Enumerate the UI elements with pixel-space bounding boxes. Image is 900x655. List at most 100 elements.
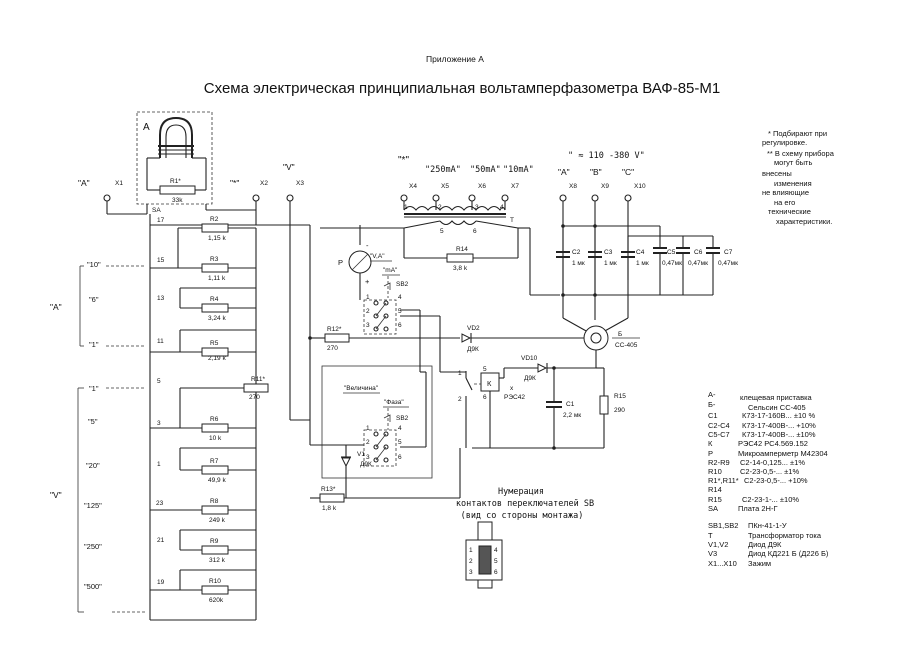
svg-text:не влияющие: не влияющие	[762, 188, 809, 197]
svg-text:3: 3	[157, 420, 161, 427]
svg-text:Нумерация: Нумерация	[498, 487, 544, 497]
svg-text:6: 6	[473, 228, 477, 235]
svg-text:"250mA": "250mA"	[425, 165, 461, 175]
svg-text:X9: X9	[601, 183, 609, 190]
svg-text:X10: X10	[634, 183, 646, 190]
svg-text:К73-17-160В... ±10 %: К73-17-160В... ±10 %	[742, 411, 815, 420]
svg-text:2: 2	[469, 558, 473, 565]
svg-text:SB2: SB2	[396, 415, 409, 422]
svg-text:"250": "250"	[84, 542, 102, 551]
svg-text:X6: X6	[478, 183, 486, 190]
svg-text:"А": "А"	[558, 167, 570, 177]
svg-text:С2-23-0,5-... ±1%: С2-23-0,5-... ±1%	[740, 467, 799, 476]
svg-text:"V": "V"	[50, 490, 62, 500]
svg-text:X2: X2	[260, 180, 268, 187]
svg-text:620k: 620k	[209, 597, 224, 604]
svg-text:Д9К: Д9К	[524, 375, 536, 382]
svg-text:" ≈ 110 -380 V": " ≈ 110 -380 V"	[568, 151, 645, 161]
capacitor-c1: C1 2,2 мк	[546, 368, 581, 448]
svg-text:VD10: VD10	[521, 355, 538, 362]
svg-text:Б-: Б-	[708, 400, 716, 409]
svg-text:R6: R6	[210, 416, 219, 423]
svg-text:249 k: 249 k	[209, 517, 226, 524]
svg-text:5: 5	[157, 378, 161, 385]
svg-text:"*": "*"	[398, 155, 409, 166]
svg-text:312 k: 312 k	[209, 557, 226, 564]
svg-text:2,2 мк: 2,2 мк	[563, 412, 581, 419]
appendix-label: Приложение А	[426, 54, 484, 64]
svg-text:V3: V3	[708, 549, 717, 558]
svg-text:R1*: R1*	[170, 178, 181, 185]
svg-text:X1: X1	[115, 180, 123, 187]
svg-text:"А": "А"	[50, 302, 62, 312]
synchro-ss405: Б СС-405 R15 290	[472, 317, 640, 449]
svg-text:"Величина": "Величина"	[344, 385, 379, 392]
resistor-r14: R14 3,8 k	[320, 227, 560, 296]
svg-text:R9: R9	[210, 538, 219, 545]
terminal-x3: "V" X3	[283, 162, 304, 202]
svg-text:клещевая приставка: клещевая приставка	[740, 393, 813, 402]
svg-text:X3: X3	[296, 180, 304, 187]
svg-text:технические: технические	[768, 207, 811, 216]
svg-text:Х1...Х10: Х1...Х10	[708, 559, 737, 568]
svg-text:3,24 k: 3,24 k	[208, 315, 226, 322]
svg-text:1,15 k: 1,15 k	[208, 235, 226, 242]
svg-text:* Подбирают при: * Подбирают при	[768, 129, 827, 138]
svg-text:Сельсин СС-405: Сельсин СС-405	[748, 403, 806, 412]
svg-text:21: 21	[157, 537, 165, 544]
svg-text:R12*: R12*	[327, 326, 342, 333]
page-title: Схема электрическая принципиальная вольт…	[204, 80, 720, 97]
ladder: 17 R2 1,15 k 15 R3 1,11 k 13 R4 3,24 k 1…	[150, 216, 269, 620]
current-transformer: "*" "250mA" "50mA" "10mA" X4 X5 X6 X7 1 …	[398, 155, 534, 258]
svg-text:1: 1	[157, 461, 161, 468]
svg-text:23: 23	[156, 500, 164, 507]
svg-text:1: 1	[366, 294, 370, 301]
svg-text:R10: R10	[708, 467, 722, 476]
svg-text:+: +	[365, 277, 370, 286]
svg-text:РЭС42 РС4.569.152: РЭС42 РС4.569.152	[738, 439, 808, 448]
svg-text:X5: X5	[441, 183, 449, 190]
svg-text:3,8 k: 3,8 k	[453, 265, 468, 272]
svg-text:могут быть: могут быть	[774, 158, 812, 167]
svg-text:внесены: внесены	[762, 169, 792, 178]
svg-text:1,8 k: 1,8 k	[322, 505, 337, 512]
svg-text:на его: на его	[774, 198, 795, 207]
svg-text:2: 2	[458, 396, 462, 403]
svg-text:270: 270	[249, 394, 260, 401]
svg-text:6: 6	[398, 454, 402, 461]
switch-sb2-lower: "Величина" "Фаза" SB2 1 2 3 4 5 6	[321, 365, 433, 479]
svg-text:0,47мк: 0,47мк	[662, 260, 682, 267]
switch-sb2-upper: "V,A" "mA" SB2 1 2 3 4 5 6	[363, 253, 441, 372]
svg-text:"500": "500"	[84, 582, 102, 591]
svg-text:C5: C5	[667, 249, 676, 256]
notes: * Подбирают при регулировке. ** В схему …	[762, 129, 835, 226]
svg-text:3: 3	[366, 322, 370, 329]
svg-text:С2-23-1-... ±10%: С2-23-1-... ±10%	[742, 495, 799, 504]
svg-text:Диод КД221 Б (Д226 Б): Диод КД221 Б (Д226 Б)	[748, 549, 829, 558]
svg-text:А-: А-	[708, 390, 716, 399]
svg-text:К73-17-400В-... +10%: К73-17-400В-... +10%	[742, 421, 816, 430]
svg-text:15: 15	[157, 257, 165, 264]
svg-text:X8: X8	[569, 183, 577, 190]
svg-text:С5-С7: С5-С7	[708, 430, 730, 439]
svg-text:49,9 k: 49,9 k	[208, 477, 226, 484]
svg-text:R7: R7	[210, 458, 219, 465]
svg-text:P: P	[338, 258, 343, 267]
svg-text:"125": "125"	[84, 501, 102, 510]
svg-text:** В схему прибора: ** В схему прибора	[767, 149, 835, 158]
svg-text:"6": "6"	[89, 295, 99, 304]
svg-text:1 мк: 1 мк	[572, 260, 585, 267]
svg-text:R11*: R11*	[251, 376, 265, 383]
svg-text:R5: R5	[210, 340, 219, 347]
svg-text:"10mA": "10mA"	[503, 165, 534, 175]
svg-text:"20": "20"	[86, 461, 100, 470]
svg-text:R2-R9: R2-R9	[708, 458, 730, 467]
svg-text:характеристики.: характеристики.	[776, 217, 832, 226]
contact-numbering: Нумерация контактов переключателей SB (в…	[456, 487, 594, 589]
svg-text:17: 17	[157, 217, 165, 224]
svg-text:C4: C4	[636, 249, 645, 256]
svg-text:регулировке.: регулировке.	[762, 138, 807, 147]
svg-text:6: 6	[398, 322, 402, 329]
svg-text:Д9К: Д9К	[360, 461, 372, 468]
capacitor-bank: C2 1 мк C3 1 мк C4 1 мк C5 0,47мк C6 0,4…	[556, 225, 738, 296]
